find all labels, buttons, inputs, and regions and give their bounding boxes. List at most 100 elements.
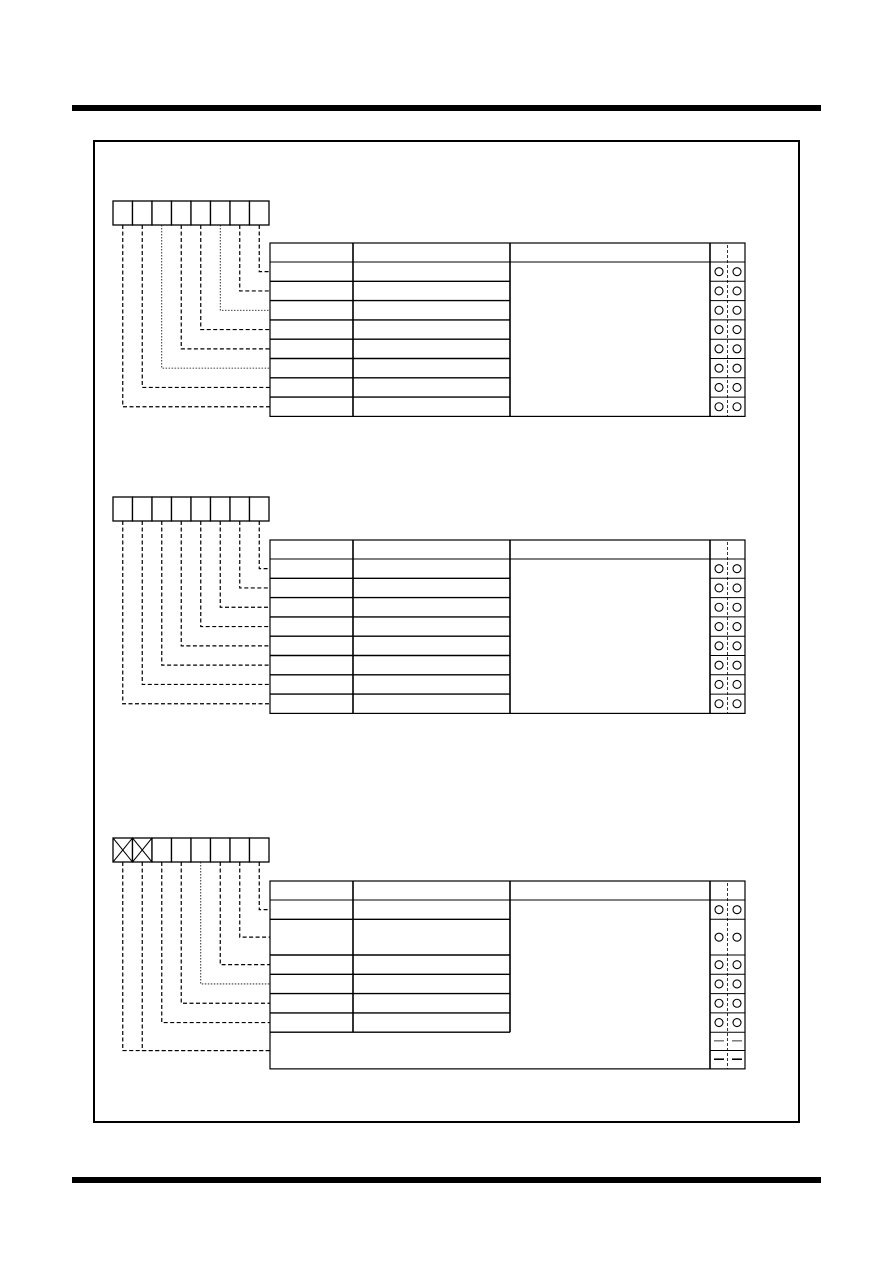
access-circle-icon <box>732 905 742 915</box>
access-circle-icon <box>714 679 724 690</box>
access-circle-icon <box>732 344 742 354</box>
bit-box <box>248 837 270 863</box>
access-circle-icon <box>714 267 724 277</box>
footer-rule <box>72 1177 821 1183</box>
bit-box <box>170 837 192 863</box>
access-circle-icon <box>714 932 724 942</box>
access-circle-icon <box>714 564 724 574</box>
bit-leader-line <box>219 862 270 966</box>
bit-box <box>151 200 173 226</box>
bit-box <box>190 200 212 226</box>
access-circle-icon <box>732 363 742 373</box>
access-circle-icon <box>714 979 724 989</box>
bit-leader-line <box>258 521 270 570</box>
bit-leader-line <box>180 862 270 1004</box>
bit-box <box>190 837 212 863</box>
bit-leader-line <box>161 521 270 666</box>
bit-leader-line <box>180 521 270 647</box>
register-table <box>269 242 746 417</box>
bit-leader-line <box>219 521 270 608</box>
access-circle-icon <box>714 583 724 593</box>
bit-unused-cross <box>132 837 153 863</box>
bit-box <box>170 496 192 522</box>
access-circle-icon <box>732 960 742 970</box>
bit-leader-line <box>200 225 270 331</box>
bit-box <box>248 200 270 226</box>
access-circle-icon <box>732 679 742 690</box>
bit-leader-line <box>141 225 270 389</box>
access-circle-icon <box>714 286 724 296</box>
bit-leader-line <box>219 225 270 311</box>
access-circle-icon <box>714 305 724 315</box>
access-circle-icon <box>732 621 742 632</box>
access-circle-icon <box>714 344 724 354</box>
content-frame <box>93 140 800 1123</box>
access-circle-icon <box>732 699 742 709</box>
access-circle-icon <box>732 305 742 315</box>
register-diagram-3 <box>112 837 746 1070</box>
bit-box <box>112 200 134 226</box>
access-circle-icon <box>714 905 724 915</box>
bit-leader-line <box>180 225 270 350</box>
access-circle-icon <box>732 267 742 277</box>
bit-box <box>151 837 173 863</box>
bit-box <box>112 496 134 522</box>
bit-leader-line <box>239 225 270 292</box>
bit-box <box>229 496 251 522</box>
access-circle-icon <box>714 382 724 393</box>
access-circle-icon <box>732 324 742 335</box>
bit-leader-line <box>122 521 270 705</box>
access-circle-icon <box>732 660 742 670</box>
access-circle-icon <box>732 602 742 612</box>
access-circle-icon <box>714 621 724 632</box>
bit-box <box>190 496 212 522</box>
bit-leader-line <box>200 862 270 985</box>
access-circle-icon <box>714 699 724 709</box>
access-circle-icon <box>732 932 742 942</box>
access-circle-icon <box>714 998 724 1008</box>
bit-box <box>170 200 192 226</box>
access-circle-icon <box>714 660 724 670</box>
bit-box <box>131 496 153 522</box>
access-circle-icon <box>714 960 724 970</box>
access-circle-icon <box>732 402 742 412</box>
access-circle-icon <box>714 1018 724 1028</box>
access-circle-icon <box>714 641 724 651</box>
access-circle-icon <box>732 641 742 651</box>
bit-box <box>151 496 173 522</box>
access-circle-icon <box>714 402 724 412</box>
bit-leader-line <box>200 521 270 628</box>
bit-box <box>209 837 231 863</box>
bit-leader-line <box>141 521 270 686</box>
register-table <box>269 539 746 714</box>
access-circle-icon <box>732 382 742 393</box>
bit-leader-line <box>239 521 270 589</box>
bit-box <box>209 200 231 226</box>
bit-box <box>209 496 231 522</box>
bit-leader-line <box>258 225 270 273</box>
bit-leader-line <box>161 225 270 369</box>
bit-box <box>229 200 251 226</box>
bit-box <box>248 496 270 522</box>
bit-leader-line <box>141 862 270 1052</box>
access-circle-icon <box>714 324 724 335</box>
bit-leader-line <box>258 862 270 911</box>
diagrams-layer <box>112 200 746 1070</box>
bit-box <box>131 200 153 226</box>
access-circle-icon <box>732 583 742 593</box>
register-diagram-1 <box>112 200 746 417</box>
access-circle-icon <box>732 998 742 1008</box>
header-rule <box>72 105 821 111</box>
bit-leader-line <box>161 862 270 1024</box>
bit-box <box>229 837 251 863</box>
bit-unused-cross <box>112 837 133 863</box>
access-circle-icon <box>714 363 724 373</box>
access-circle-icon <box>732 979 742 989</box>
access-circle-icon <box>732 1018 742 1028</box>
bit-leader-line <box>239 862 270 938</box>
register-diagram-2 <box>112 496 746 714</box>
access-circle-icon <box>714 602 724 612</box>
bit-leader-line <box>122 225 270 408</box>
access-circle-icon <box>732 564 742 574</box>
